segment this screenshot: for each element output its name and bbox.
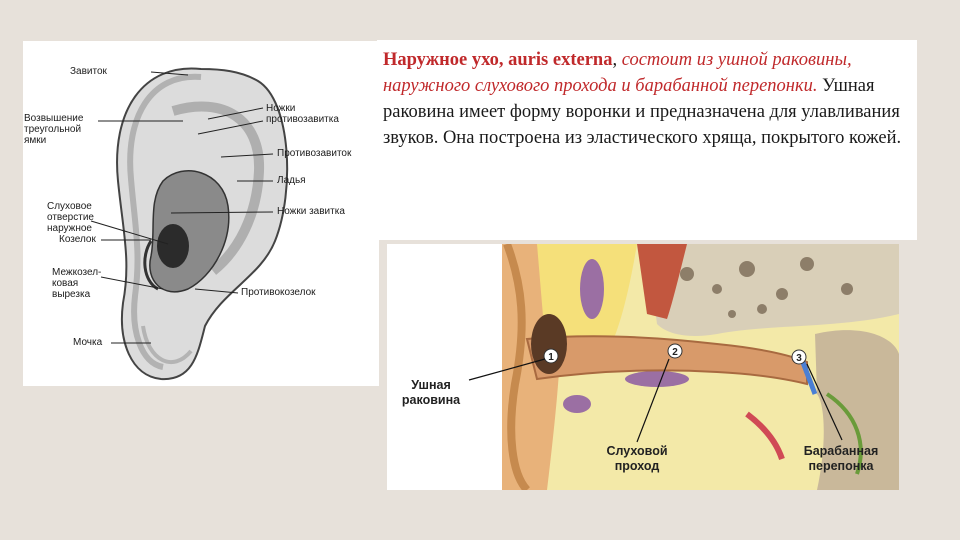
- marker-3: 3: [791, 349, 807, 365]
- marker-1-text: 1: [548, 352, 554, 363]
- label-external-opening: Слуховое отверстие наружное: [47, 201, 94, 234]
- label-auricle: Ушная раковина: [401, 378, 461, 407]
- term-title: Наружное ухо, auris externa: [383, 50, 613, 70]
- label-antihelix-crura: Ножки противозавитка: [266, 103, 339, 125]
- marker-3-text: 3: [796, 353, 802, 364]
- marker-2: 2: [667, 343, 683, 359]
- label-eardrum: Барабанная перепонка: [803, 444, 879, 473]
- marker-1: 1: [543, 348, 559, 364]
- description-text: Наружное ухо, auris externa, состоит из …: [383, 47, 909, 151]
- label-helix: Завиток: [70, 66, 107, 77]
- composition-text: состоит из ушной раковины, наружного слу…: [383, 50, 852, 96]
- body-text: Ушная раковина имеет форму воронки и пре…: [383, 76, 902, 148]
- comma: ,: [612, 50, 622, 70]
- marker-2-text: 2: [672, 347, 678, 358]
- label-scapha: Ладья: [277, 175, 306, 186]
- label-antitragus: Противокозелок: [241, 287, 316, 298]
- label-intertragic-notch: Межкозел- ковая вырезка: [52, 267, 102, 300]
- section-illustration: 1 2 3: [468, 244, 899, 490]
- label-triangular-fossa: Возвышение треугольной ямки: [24, 113, 84, 146]
- text-panel: Наружное ухо, auris externa, состоит из …: [377, 40, 917, 240]
- ear-illustration: [90, 67, 289, 381]
- label-helix-crus: Ножки завитка: [277, 206, 345, 217]
- section-diagram: 1 2 3 Ушная раковина Слуховой проход Бар…: [387, 244, 899, 490]
- ear-diagram: Завиток Возвышение треугольной ямки Ножк…: [23, 41, 379, 386]
- label-ear-canal: Слуховой проход: [606, 444, 668, 473]
- label-lobule: Мочка: [73, 337, 103, 348]
- label-tragus: Козелок: [59, 234, 96, 245]
- label-antihelix: Противозавиток: [277, 148, 352, 159]
